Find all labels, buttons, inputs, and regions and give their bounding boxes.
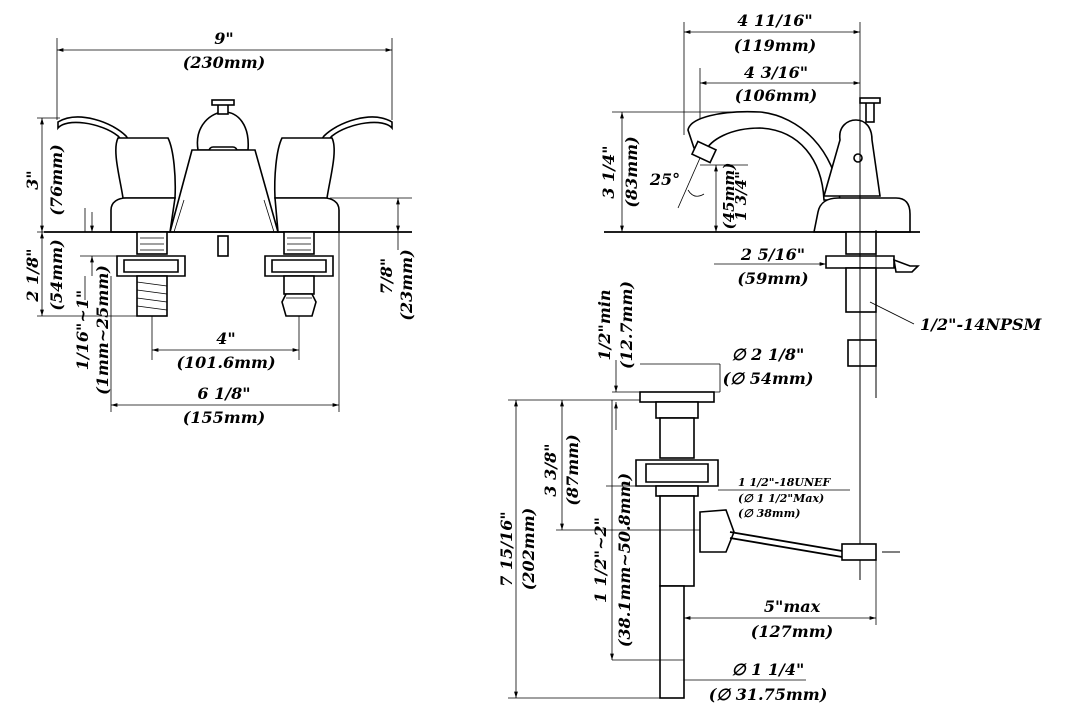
front-base <box>110 197 176 233</box>
drain-range-mm-label: (38.1mm~50.8mm) <box>615 473 634 647</box>
front-width-label: 9" <box>214 29 233 48</box>
drain-min-mm-label: (12.7mm) <box>617 281 636 369</box>
front-base-width-mm-label: (155mm) <box>183 408 265 427</box>
drain-tail-label: ∅ 1 1/4" <box>732 660 805 679</box>
side-base-depth-label: 2 5/16" <box>740 245 805 264</box>
side-angle-label: 25° <box>649 170 680 189</box>
front-thickness-mm-label: (1mm~25mm) <box>93 265 112 395</box>
front-thickness-label: 1/16"~1" <box>73 290 92 370</box>
front-shank-mm-label: (54mm) <box>47 239 66 310</box>
side-supply-thread-label: 1/2"-14NPSM <box>920 315 1043 334</box>
drain-flange-mm-label: (∅ 54mm) <box>723 369 814 388</box>
drain-tail-mm-label: (∅ 31.75mm) <box>709 685 828 704</box>
drain-min-label: 1/2"min <box>595 289 614 360</box>
front-base-width-label: 6 1/8" <box>197 384 250 403</box>
drain-total-mm-label: (202mm) <box>519 508 538 590</box>
side-aerator-height-label: 1 3/4" <box>732 171 750 221</box>
drain-rod-max-label: 5"max <box>764 597 821 616</box>
front-deck-mm-label: (23mm) <box>397 249 416 320</box>
front-spout <box>196 111 249 151</box>
drain-assembly: ∅ 2 1/8" (∅ 54mm) 1/2"min (12.7mm) 1 1/2… <box>497 281 900 704</box>
drain-body <box>659 495 695 587</box>
drain-thread-label: 1 1/2"-18UNEF <box>738 476 831 489</box>
side-base-depth-mm-label: (59mm) <box>737 269 808 288</box>
side-spout-height-label: 3 1/4" <box>599 145 618 198</box>
front-centers-label: 4" <box>216 329 235 348</box>
side-reach-total-mm-label: (119mm) <box>734 36 816 55</box>
side-reach-total-label: 4 11/16" <box>737 11 812 30</box>
side-spout-height-mm-label: (83mm) <box>622 136 641 207</box>
drain-thread-max-label: (∅ 1 1/2"Max) <box>738 492 824 505</box>
drain-body-label: 3 3/8" <box>541 443 560 496</box>
side-reach-mm-label: (106mm) <box>735 86 817 105</box>
front-height-mm-label: (76mm) <box>47 144 66 215</box>
drain-tailpiece <box>659 585 685 699</box>
drain-body-mm-label: (87mm) <box>563 434 582 505</box>
side-handle <box>822 119 881 197</box>
front-deck-label: 7/8" <box>377 258 396 294</box>
side-view: 4 11/16" (119mm) 4 3/16" (106mm) 3 1/4" … <box>599 11 1043 580</box>
front-width-mm-label: (230mm) <box>183 53 265 72</box>
drain-total-label: 7 15/16" <box>497 511 516 586</box>
front-shank-label: 2 1/8" <box>23 248 42 302</box>
side-reach-label: 4 3/16" <box>744 63 808 82</box>
front-centers-mm-label: (101.6mm) <box>176 353 275 372</box>
drain-thread-mm-label: (∅ 38mm) <box>738 507 800 520</box>
drain-flange <box>639 391 715 403</box>
front-view: 9" (230mm) <box>23 29 416 427</box>
front-height-label: 3" <box>23 170 42 189</box>
drain-flange-label: ∅ 2 1/8" <box>732 345 805 364</box>
side-aerator-height-mm-label: (45mm) <box>720 163 738 230</box>
drain-rod-max-mm-label: (127mm) <box>751 622 833 641</box>
drain-range-label: 1 1/2"~2" <box>591 517 610 603</box>
